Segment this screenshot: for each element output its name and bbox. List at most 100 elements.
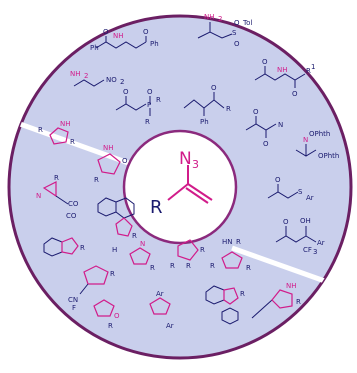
svg-text:N: N [36,192,41,200]
svg-text:S: S [298,188,303,196]
structure-oxime-ether: N OPhth OPhth [295,130,339,160]
svg-text:R: R [186,262,191,270]
svg-text:NH: NH [60,120,71,128]
svg-text:R: R [38,126,43,134]
svg-text:P: P [147,101,151,109]
svg-text:R: R [54,174,59,182]
svg-text:R: R [108,322,113,330]
structure-isoquinoline: R [97,197,137,240]
svg-text:N: N [140,240,145,248]
svg-text:F: F [72,304,76,312]
svg-text:S: S [232,29,237,37]
svg-text:HN: HN [222,238,233,246]
azide-n-label: N [179,149,192,169]
center-r-label: R [150,197,163,218]
svg-text:NH: NH [70,70,81,78]
center-circle [122,129,238,245]
svg-text:R: R [200,246,205,254]
svg-text:O: O [147,88,153,96]
structure-cf3-hydroxyketone: O OH Ar CF 3 [275,217,325,256]
svg-text:NO: NO [106,76,117,84]
svg-text:CN: CN [68,296,78,304]
svg-text:NH: NH [103,144,114,152]
svg-text:Ph: Ph [150,40,159,48]
svg-text:Ar: Ar [166,322,174,330]
svg-text:O: O [253,108,259,116]
svg-text:Ph: Ph [200,118,209,126]
structure-phosphonate: O P O R R [115,88,161,126]
structure-enamine-sulfone: NH 2 S O O Tol [197,13,252,48]
vinyl-azide-structure: N 3 R [150,149,213,218]
svg-text:Ar: Ar [317,239,325,247]
svg-text:O: O [234,40,240,48]
svg-text:O: O [211,84,217,92]
svg-text:R: R [246,264,251,272]
structure-pyrrolone: NH O R [94,144,128,184]
svg-text:Ar: Ar [156,290,164,298]
svg-text:R: R [80,244,85,252]
structure-aminopyrazole: HN R R R [210,238,251,272]
svg-text:O: O [275,176,281,184]
svg-text:NH: NH [204,13,215,21]
structure-enaminone-amide: Ph O NH O Ph [90,28,159,52]
svg-text:R: R [170,262,175,270]
structure-aminoketone-amide: O NH O R 1 [254,58,315,98]
structure-alkynyl-pyrrole: NH R [251,282,301,319]
svg-text:OH: OH [300,217,311,225]
svg-text:O: O [114,312,120,320]
svg-text:O: O [103,28,109,36]
svg-text:R: R [296,298,301,306]
structure-pyrroline-nitrile: CN R [68,265,115,304]
svg-text:O: O [263,140,269,148]
svg-text:CF: CF [303,246,312,254]
svg-text:R: R [226,105,231,113]
svg-text:O: O [234,19,240,27]
svg-text:R: R [110,270,115,278]
svg-text:NH: NH [277,66,288,74]
structure-allyl-ketone: O R Ph [183,84,231,126]
structure-nitro-enamine: NH 2 NO 2 [70,70,124,87]
structure-2h-imidazole: R R R [170,239,205,270]
svg-text:R: R [306,67,311,75]
svg-text:CO: CO [66,212,77,220]
svg-text:R: R [156,96,161,104]
svg-text:O: O [143,28,149,36]
svg-text:O: O [292,90,298,98]
svg-text:N: N [303,136,308,144]
svg-text:R: R [236,238,241,246]
svg-text:R: R [132,232,137,240]
structure-imidazopyridine: R [43,237,85,257]
svg-text:CO: CO [68,200,79,208]
svg-text:O: O [122,157,128,165]
svg-text:O: O [262,58,268,66]
svg-text:2: 2 [218,15,222,23]
svg-text:OPhth: OPhth [318,152,339,160]
structure-aziridine-ester: N R CO CO [36,174,79,220]
structure-thioether: O S Ar [267,176,314,202]
svg-text:NH: NH [113,32,124,40]
svg-text:N: N [278,121,283,129]
structure-aminothiazole: H N R [112,240,155,272]
svg-text:Tol: Tol [242,19,252,27]
svg-text:OPhth: OPhth [309,130,330,138]
svg-text:R: R [94,176,99,184]
svg-text:NH: NH [286,282,297,290]
svg-text:R: R [145,118,150,126]
azide-subscript: 3 [192,158,199,171]
structure-cf3-isoxazole: F O R [72,299,120,330]
svg-text:R: R [240,290,245,298]
svg-text:R: R [70,138,75,146]
svg-text:3: 3 [313,248,317,256]
svg-text:R: R [150,264,155,272]
svg-text:2: 2 [120,78,124,86]
svg-text:O: O [283,218,289,226]
structure-triazole: Ar Ar [149,290,174,330]
svg-text:1: 1 [311,63,315,71]
structure-pyrrole-left: NH R R [38,120,75,146]
svg-text:Ar: Ar [306,194,314,202]
structure-n-phenyl-indole: R [205,285,245,325]
svg-text:R: R [210,262,215,270]
svg-text:O: O [123,88,129,96]
svg-text:H: H [112,246,117,254]
